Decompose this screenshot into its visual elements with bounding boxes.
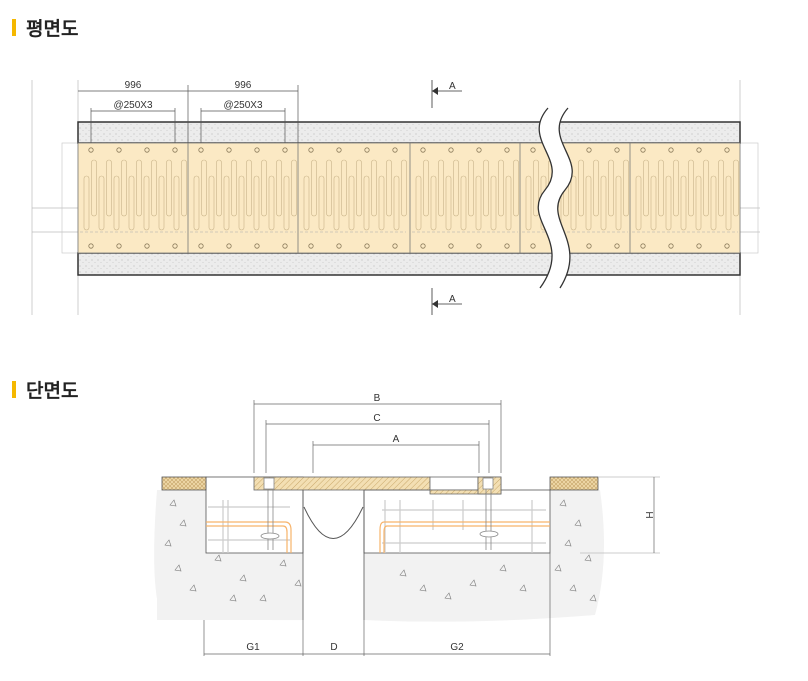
anchor-bolt-icon <box>144 243 150 249</box>
anchor-bolt-icon <box>254 243 260 249</box>
rebar-orange <box>206 521 550 553</box>
dim-anchor-spacing-2: @250X3 <box>223 100 263 111</box>
dim-panel-width-2: 996 <box>235 80 252 91</box>
anchor-bolt-icon <box>308 243 314 249</box>
anchor-bolt-icon <box>172 147 178 153</box>
anchor-bolt-icon <box>476 147 482 153</box>
dim-g1-label: G1 <box>246 642 260 653</box>
anchor-bolt-icon <box>226 243 232 249</box>
anchor-bolt-icon <box>172 243 178 249</box>
svg-text:A: A <box>449 294 456 305</box>
anchor-bolt-icon <box>336 147 342 153</box>
right-pavement-edge <box>549 476 599 491</box>
section-view: B C A H G1 D G2 <box>154 393 660 656</box>
anchor-bolt-icon <box>448 243 454 249</box>
anchor-bolt-icon <box>530 243 536 249</box>
anchor-bolt-icon <box>696 243 702 249</box>
anchor-bolt-icon <box>420 243 426 249</box>
anchor-bolt-icon <box>198 243 204 249</box>
anchor-bolt-icon <box>420 147 426 153</box>
anchor-bolt-icon <box>254 147 260 153</box>
anchor-bolt-icon <box>476 243 482 249</box>
dim-anchor-spacing-1: @250X3 <box>113 100 153 111</box>
anchor-bolts <box>260 477 499 550</box>
anchor-bolt-icon <box>364 147 370 153</box>
anchor-bolt-icon <box>364 243 370 249</box>
plan-view-title: 평면도 <box>26 18 79 40</box>
anchor-bolt-icon <box>640 147 646 153</box>
rubber-seal <box>303 506 364 539</box>
dim-g2-label: G2 <box>450 642 464 653</box>
section-view-title: 단면도 <box>26 380 79 402</box>
anchor-bolt-icon <box>336 243 342 249</box>
dim-a-label: A <box>393 434 400 445</box>
anchor-bolt-icon <box>392 243 398 249</box>
anchor-bolt-icon <box>614 147 620 153</box>
anchor-bolt-icon <box>282 243 288 249</box>
dim-b-label: B <box>374 393 381 404</box>
anchor-bolt-icon <box>586 243 592 249</box>
anchor-bolt-icon <box>586 147 592 153</box>
left-finger-plate <box>253 476 431 491</box>
concrete-right <box>364 490 604 622</box>
anchor-bolt-icon <box>668 243 674 249</box>
anchor-bolt-icon <box>530 147 536 153</box>
anchor-bolt-icon <box>88 147 94 153</box>
anchor-bolt-icon <box>88 243 94 249</box>
anchor-bolt-icon <box>448 147 454 153</box>
break-line <box>538 108 573 288</box>
anchor-bolt-icon <box>282 147 288 153</box>
plan-view: 996 996 @250X3 @250X3 A A <box>31 80 760 315</box>
anchor-bolt-icon <box>144 147 150 153</box>
anchor-bolt-icon <box>724 147 730 153</box>
anchor-bolt-icon <box>668 147 674 153</box>
anchor-bolt-icon <box>198 147 204 153</box>
section-marker-bottom: A <box>431 288 462 315</box>
dim-panel-width-1: 996 <box>125 80 142 91</box>
heading-accent-bar <box>12 19 16 36</box>
section-view-heading: 단면도 <box>12 376 78 403</box>
concrete-left <box>157 553 303 620</box>
anchor-bolt-icon <box>504 147 510 153</box>
anchor-bolt-icon <box>116 147 122 153</box>
anchor-bolt-icon <box>724 243 730 249</box>
anchor-bolt-icon <box>640 243 646 249</box>
anchor-bolt-icon <box>116 243 122 249</box>
dim-c-label: C <box>373 413 380 424</box>
anchor-bolt-icon <box>696 147 702 153</box>
anchor-bolt-icon <box>614 243 620 249</box>
anchor-bolt-icon <box>504 243 510 249</box>
anchor-bolt-icon <box>308 147 314 153</box>
heading-accent-bar <box>12 381 16 398</box>
top-curb-strip <box>77 121 741 144</box>
dim-h-label: H <box>643 511 654 518</box>
anchor-bolt-icon <box>392 147 398 153</box>
left-pavement-edge <box>161 476 207 491</box>
dim-d-label: D <box>330 642 337 653</box>
section-marker-top: A <box>431 80 462 108</box>
anchor-bolt-icon <box>226 147 232 153</box>
svg-text:A: A <box>449 81 456 92</box>
plan-view-heading: 평면도 <box>12 14 78 41</box>
bottom-curb-strip <box>77 252 741 276</box>
